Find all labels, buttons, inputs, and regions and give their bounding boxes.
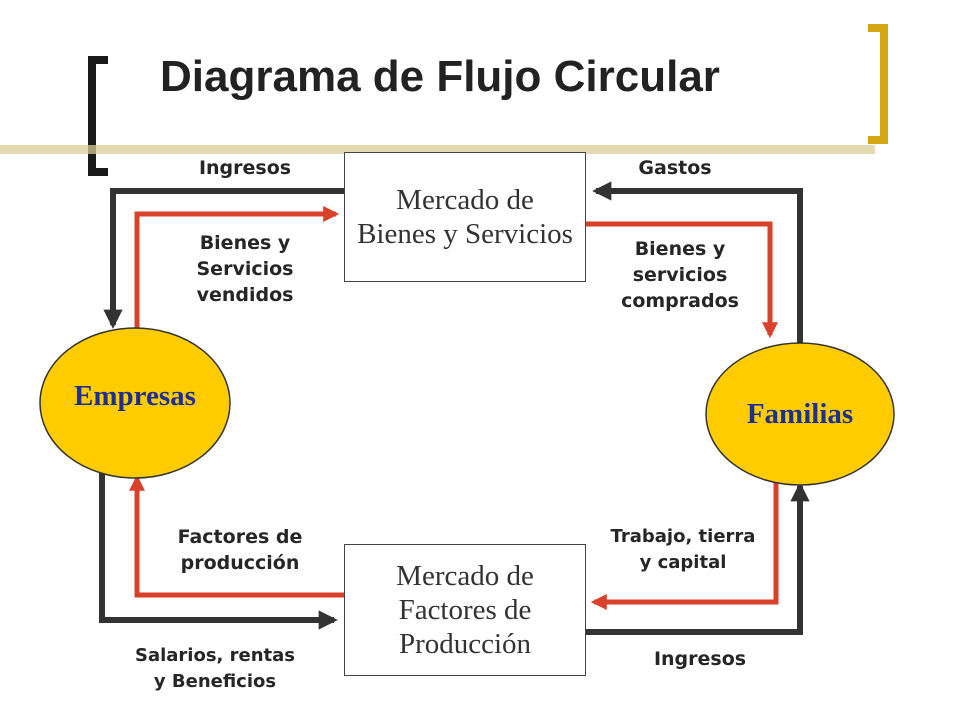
title-bracket-left	[88, 56, 108, 176]
title-bracket-right	[868, 24, 888, 144]
page-title: Diagrama de Flujo Circular	[160, 52, 720, 101]
familias-oval	[705, 342, 895, 486]
factor-market-line3: Producción	[398, 628, 532, 660]
labor-line1: Trabajo, tierra	[610, 526, 756, 547]
goods-market-line2: Bienes y Servicios	[357, 218, 573, 250]
goods-sold-line2: Servicios	[196, 258, 294, 280]
label-factors: Factores de producción	[145, 524, 335, 576]
label-gastos: Gastos	[638, 157, 712, 179]
wages-line1: Salarios, rentas	[134, 645, 296, 666]
empresas-oval	[39, 327, 231, 479]
goods-sold-line3: vendidos	[196, 284, 294, 306]
arrow-money-ingresos-top	[103, 188, 344, 329]
goods-market-box: Mercado de Bienes y Servicios	[344, 152, 586, 282]
factors-line1: Factores de	[177, 526, 303, 548]
goods-market-line1: Mercado de	[396, 184, 534, 216]
factor-market-line1: Mercado de	[396, 560, 534, 592]
arrow-labor	[590, 480, 779, 611]
arrow-goods-bought	[584, 221, 779, 339]
label-wages: Salarios, rentas y Beneficios	[105, 643, 325, 695]
goods-bought-line2: servicios	[632, 264, 728, 286]
arrow-goods-sold	[134, 205, 340, 328]
factor-market-line2: Factores de	[398, 594, 532, 626]
title-underline	[0, 145, 875, 154]
goods-bought-line3: comprados	[621, 290, 739, 312]
arrow-money-gastos	[592, 181, 803, 345]
label-ingresos-bottom: Ingresos	[653, 648, 747, 670]
labor-line2: y capital	[639, 552, 727, 573]
factor-market-box: Mercado de Factores de Producción	[344, 544, 586, 676]
label-ingresos-top: Ingresos	[198, 157, 292, 179]
factors-line2: producción	[180, 552, 300, 574]
wages-line2: y Beneficios	[153, 671, 277, 692]
arrow-money-salarios	[99, 470, 338, 630]
label-labor: Trabajo, tierra y capital	[588, 524, 778, 576]
label-goods-bought: Bienes y servicios comprados	[600, 236, 760, 314]
label-goods-sold: Bienes y Servicios vendidos	[165, 230, 325, 308]
familias-label: Familias	[746, 398, 854, 430]
arrow-factors	[128, 474, 344, 598]
empresas-label: Empresas	[74, 380, 196, 412]
arrow-money-ingresos-bottom	[584, 482, 810, 635]
goods-sold-line1: Bienes y	[199, 232, 291, 254]
goods-bought-line1: Bienes y	[634, 238, 726, 260]
